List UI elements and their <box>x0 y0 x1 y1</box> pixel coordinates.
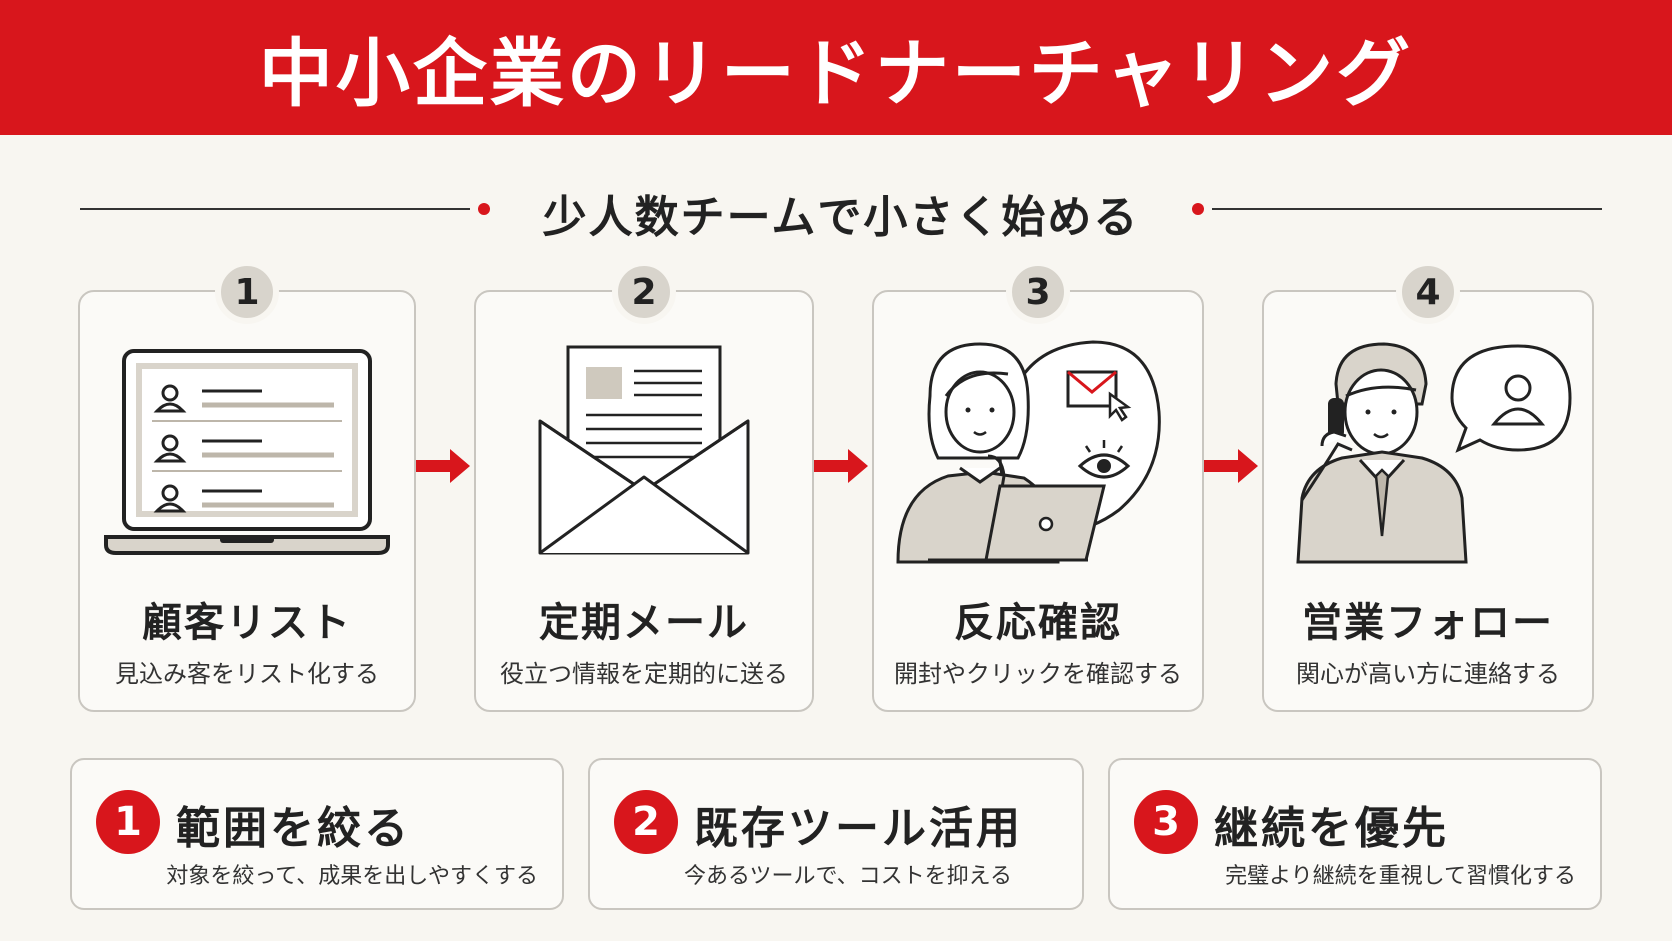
tip-description: 完璧より継続を重視して習慣化する <box>1225 864 1576 889</box>
woman-laptop-email-view-icon <box>874 336 1202 566</box>
subtitle-dot-left <box>478 203 490 215</box>
step-number-badge: 1 <box>215 260 279 324</box>
step-description: 役立つ情報を定期的に送る <box>500 660 788 688</box>
arrow-right-icon <box>416 449 470 483</box>
step-number-badge: 4 <box>1396 260 1460 324</box>
tip-description: 対象を絞って、成果を出しやすくする <box>166 864 538 889</box>
subtitle-row: 少人数チームで小さく始める <box>80 175 1602 243</box>
tip-title: 既存ツール活用 <box>694 803 1023 854</box>
step-description: 見込み客をリスト化する <box>115 660 379 688</box>
laptop-contact-list-icon <box>80 336 414 566</box>
tip-title: 範囲を絞る <box>176 803 411 854</box>
step-title: 顧客リスト <box>142 600 352 646</box>
subtitle-dot-right <box>1192 203 1204 215</box>
page-title: 中小企業のリードナーチャリング <box>258 31 1414 117</box>
subtitle-divider-right <box>1212 208 1602 210</box>
step-card-response-check: 3 反応確認 開封やクリックを確認する <box>872 260 1204 712</box>
step-description: 開封やクリックを確認する <box>894 660 1182 688</box>
subtitle: 少人数チームで小さく始める <box>542 192 1140 243</box>
step-title: 反応確認 <box>954 600 1122 646</box>
step-card-customer-list: 1 顧客リスト 見込み客をリスト化する <box>78 260 416 712</box>
arrow-right-icon <box>814 449 868 483</box>
tip-title: 継続を優先 <box>1214 803 1449 854</box>
step-title: 定期メール <box>539 600 749 646</box>
title-banner: 中小企業のリードナーチャリング <box>0 0 1672 135</box>
tip-number-badge: 1 <box>96 790 160 854</box>
envelope-letter-icon <box>476 336 812 566</box>
tip-card-narrow-scope: 1 範囲を絞る 対象を絞って、成果を出しやすくする <box>70 758 564 910</box>
step-card-sales-follow: 4 営業フォロー 関心が高い方に連絡する <box>1262 260 1594 712</box>
step-card-regular-email: 2 定期メール 役立つ情報を定期的に送る <box>474 260 814 712</box>
tip-card-prioritize-continuity: 3 継続を優先 完璧より継続を重視して習慣化する <box>1108 758 1602 910</box>
tip-card-existing-tools: 2 既存ツール活用 今あるツールで、コストを抑える <box>588 758 1084 910</box>
arrow-right-icon <box>1204 449 1258 483</box>
tip-description: 今あるツールで、コストを抑える <box>683 864 1012 889</box>
subtitle-divider-left <box>80 208 470 210</box>
step-title: 営業フォロー <box>1302 600 1554 646</box>
step-number-badge: 3 <box>1006 260 1070 324</box>
step-description: 関心が高い方に連絡する <box>1296 660 1560 688</box>
tip-number-badge: 2 <box>614 790 678 854</box>
tip-number-badge: 3 <box>1134 790 1198 854</box>
step-number-badge: 2 <box>612 260 676 324</box>
businessman-phone-icon <box>1264 336 1592 566</box>
